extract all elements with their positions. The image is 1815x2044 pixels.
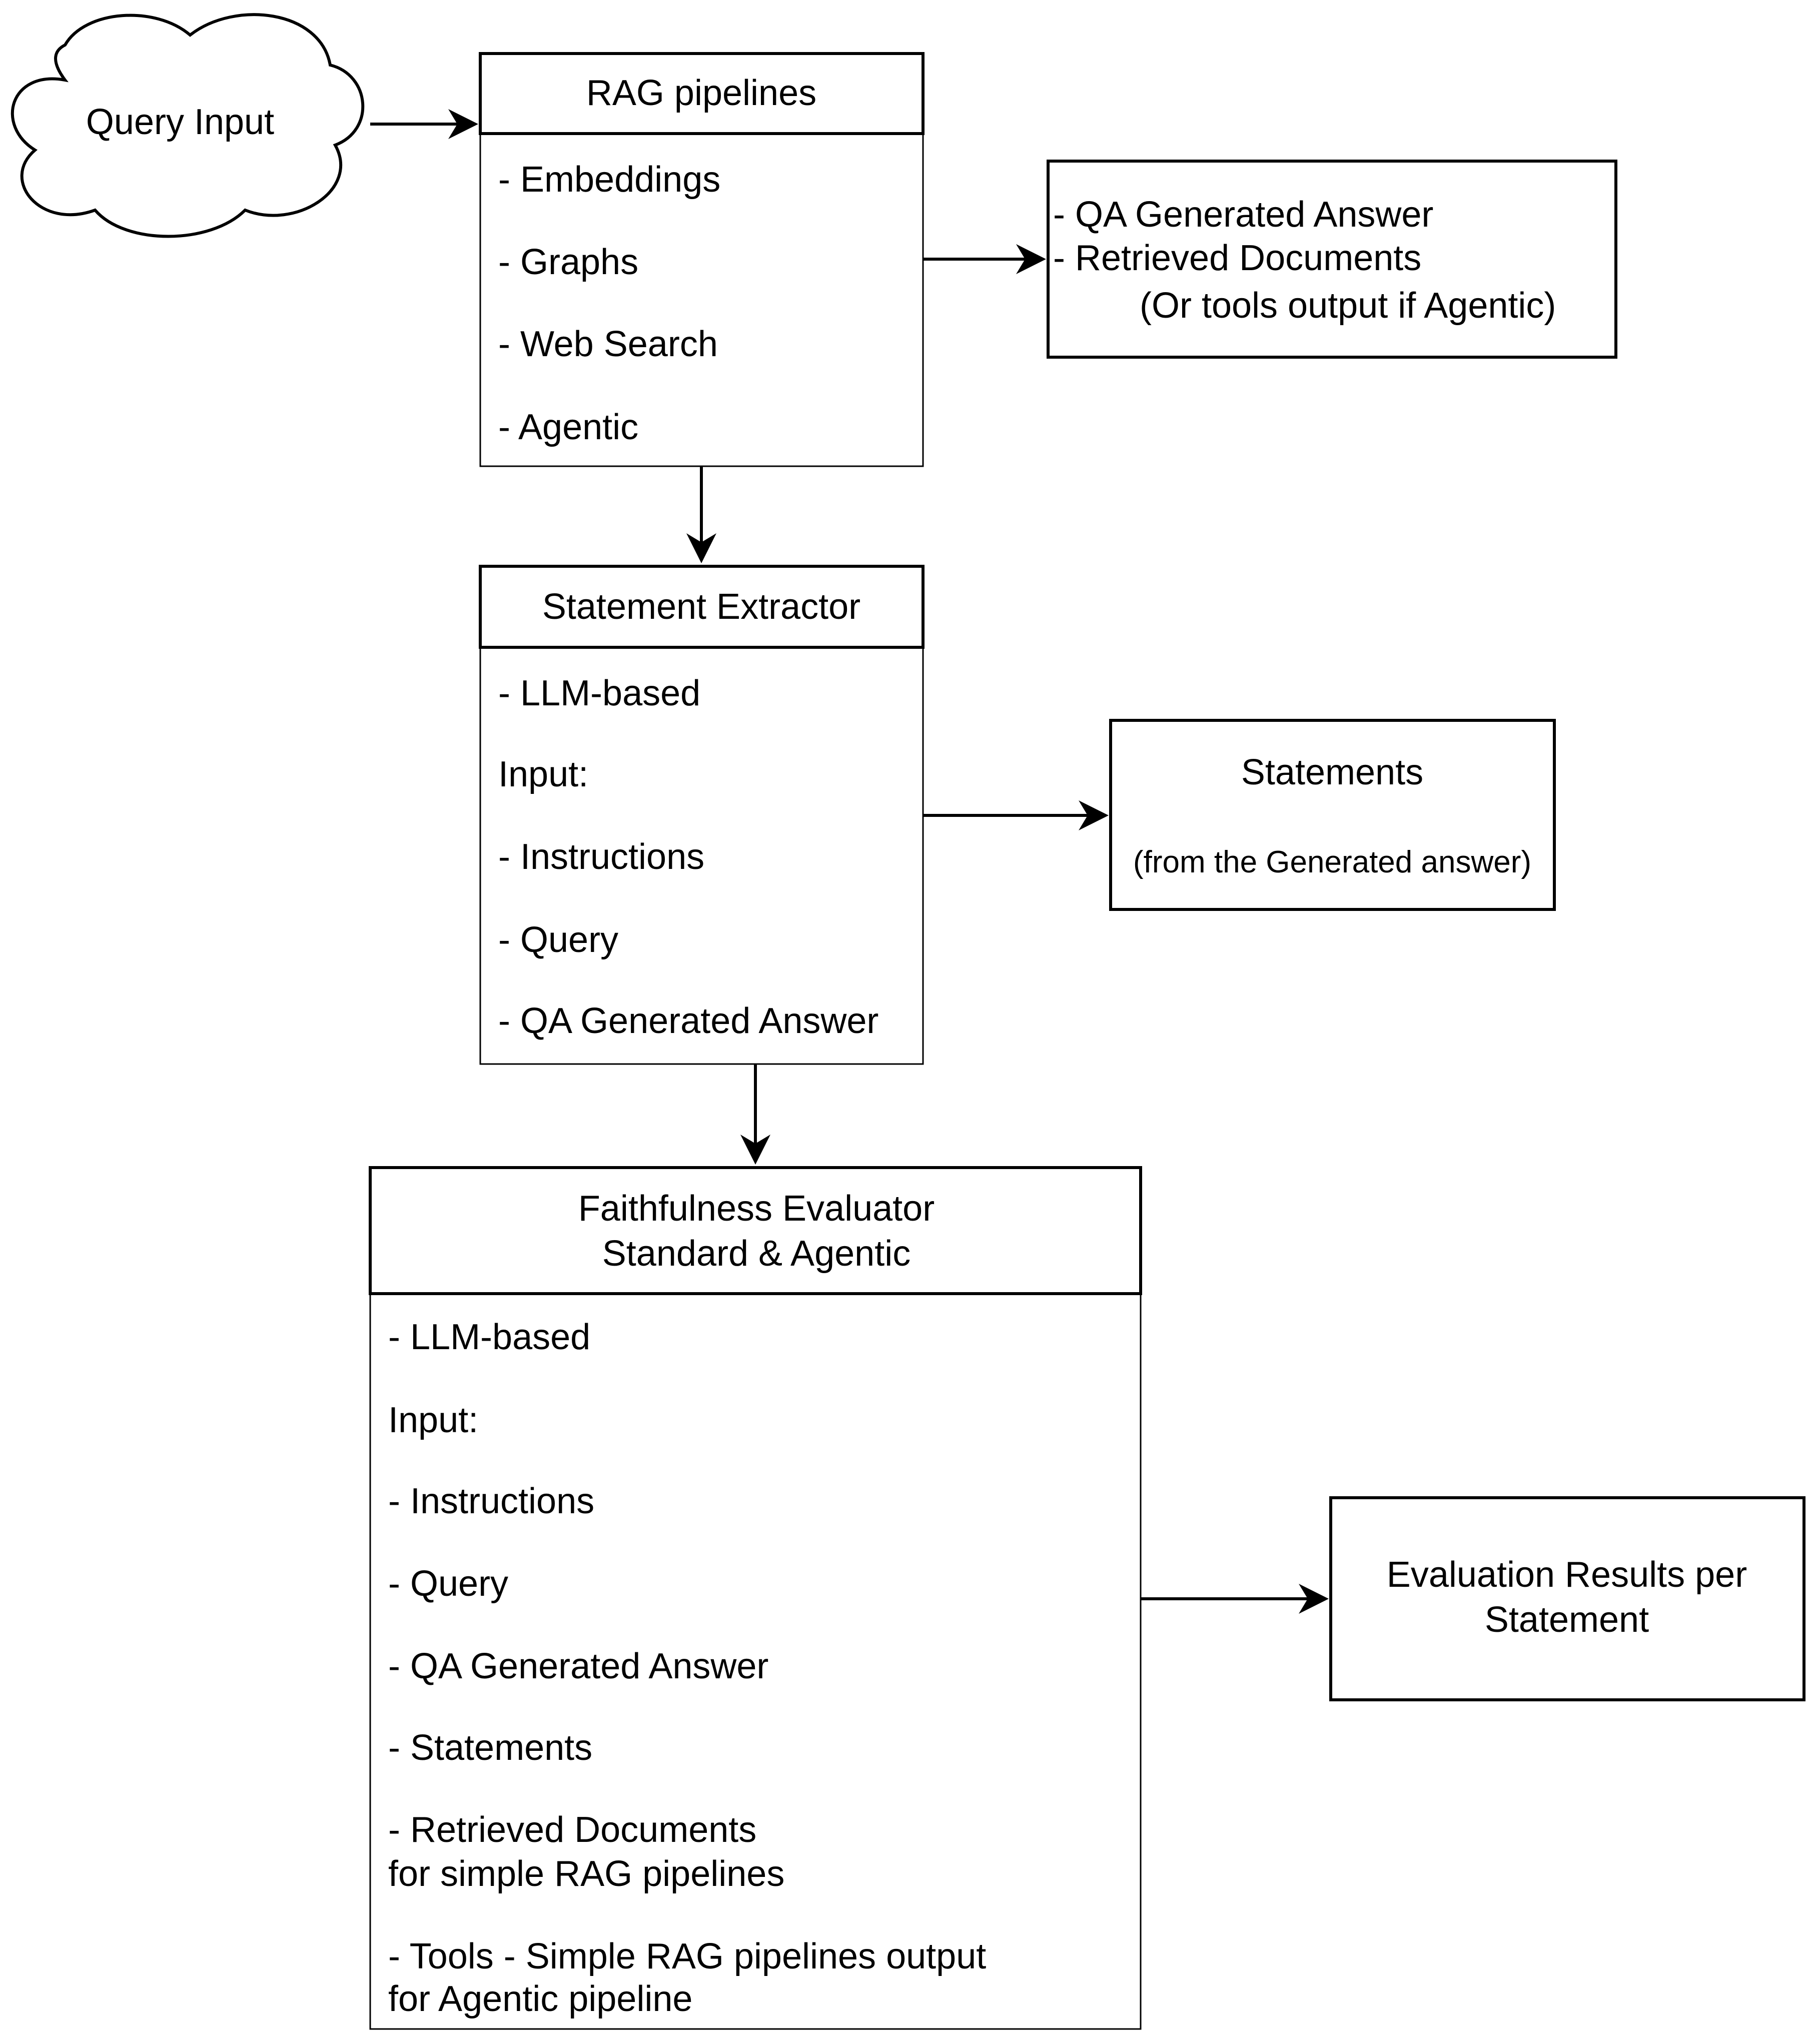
rag-item-embeddings: - Embeddings xyxy=(498,160,720,200)
statement-extractor-box: Statement Extractor - LLM-based Input: -… xyxy=(479,565,925,1065)
extractor-item-qa-answer: - QA Generated Answer xyxy=(498,1001,878,1041)
evaluator-item-retrieved-docs-note: for simple RAG pipelines xyxy=(388,1854,784,1894)
evaluator-title-line2: Standard & Agentic xyxy=(602,1234,911,1274)
rag-item-web-search: - Web Search xyxy=(498,324,718,364)
rag-pipelines-box: RAG pipelines - Embeddings - Graphs - We… xyxy=(479,52,925,467)
extractor-item-llm-based: - LLM-based xyxy=(498,673,700,713)
extractor-item-query: - Query xyxy=(498,920,618,960)
evaluator-item-tools-note: for Agentic pipeline xyxy=(388,1979,692,2019)
evaluator-title-line1: Faithfulness Evaluator xyxy=(578,1189,935,1229)
evaluator-item-statements: - Statements xyxy=(388,1728,592,1768)
evaluator-item-llm-based: - LLM-based xyxy=(388,1317,590,1357)
evaluator-item-instructions: - Instructions xyxy=(388,1481,594,1521)
qa-output-box: - QA Generated Answer - Retrieved Docume… xyxy=(1047,160,1617,359)
results-line2: Statement xyxy=(1485,1600,1649,1640)
statements-subtitle: (from the Generated answer) xyxy=(1133,845,1531,879)
evaluation-results-box: Evaluation Results per Statement xyxy=(1329,1496,1805,1701)
faithfulness-evaluator-box: Faithfulness Evaluator Standard & Agenti… xyxy=(369,1166,1142,2030)
rag-item-agentic: - Agentic xyxy=(498,407,638,447)
statements-title: Statements xyxy=(1241,752,1423,792)
extractor-item-input: Input: xyxy=(498,754,588,794)
evaluator-item-qa-answer: - QA Generated Answer xyxy=(388,1646,768,1686)
results-line1: Evaluation Results per xyxy=(1387,1555,1747,1595)
extractor-item-instructions: - Instructions xyxy=(498,837,704,877)
statements-box: Statements (from the Generated answer) xyxy=(1109,719,1556,911)
qa-output-retrieved-documents: - Retrieved Documents xyxy=(1053,238,1421,278)
evaluator-item-retrieved-docs: - Retrieved Documents xyxy=(388,1810,756,1850)
qa-output-tools-note: (Or tools output if Agentic) xyxy=(1140,286,1556,326)
evaluator-item-input: Input: xyxy=(388,1400,478,1440)
query-input-cloud: Query Input xyxy=(11,13,365,238)
evaluator-item-query: - Query xyxy=(388,1564,508,1604)
rag-pipelines-title: RAG pipelines xyxy=(586,73,816,113)
qa-output-generated-answer: - QA Generated Answer xyxy=(1053,195,1433,235)
evaluator-item-tools: - Tools - Simple RAG pipelines output xyxy=(388,1936,986,1976)
statement-extractor-title: Statement Extractor xyxy=(542,587,860,627)
rag-item-graphs: - Graphs xyxy=(498,242,638,282)
query-input-label: Query Input xyxy=(86,102,274,142)
